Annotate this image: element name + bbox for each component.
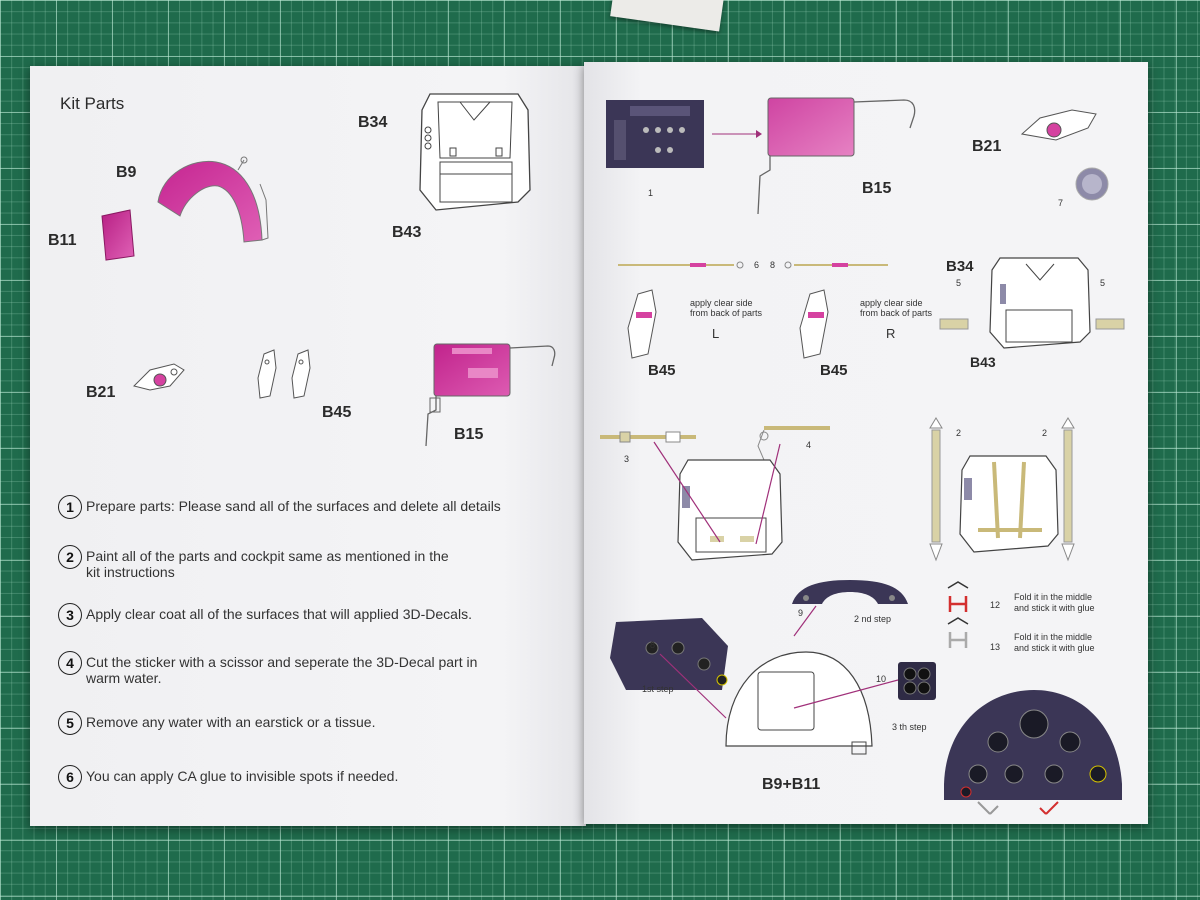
step-number-4: 4 — [806, 440, 812, 450]
note-fold-13: Fold it in the middle — [1014, 632, 1093, 642]
fold-icons — [947, 581, 969, 648]
left-page: Kit Parts B9 B11 B34 B43 B21 B45 B15 — [30, 66, 586, 826]
note-apply-clear-right: apply clear side — [860, 298, 923, 308]
seat-b34-drawing — [989, 257, 1091, 349]
right-page: 1 B15 B21 7 6 8 apply clear side from ba… — [584, 62, 1148, 824]
label-b15: B15 — [454, 426, 484, 443]
step-1-number: 1 — [58, 495, 82, 519]
label-b9: B9 — [116, 164, 137, 181]
side-right-label: R — [886, 326, 896, 341]
step-3: 3 Apply clear coat all of the surfaces t… — [58, 603, 472, 627]
side-left-label: L — [712, 326, 720, 341]
step-4-number: 4 — [58, 651, 82, 675]
paper-scrap — [610, 0, 724, 32]
step-number-12: 12 — [990, 600, 1001, 610]
right-label-b9-b11: B9+B11 — [762, 776, 821, 793]
label-b21: B21 — [86, 384, 116, 401]
right-label-b43: B43 — [970, 354, 996, 370]
shoulder-strap-right — [1061, 417, 1075, 562]
note-apply-clear-left: apply clear side — [690, 298, 753, 308]
seat-harness-drawing — [959, 455, 1059, 553]
right-label-b21: B21 — [972, 138, 1002, 155]
step-number-3: 3 — [624, 454, 630, 464]
note-third-step: 3 th step — [892, 722, 927, 732]
b45-left-drawing — [627, 289, 657, 359]
part-b34-seat-drawing — [419, 93, 531, 211]
strap-piece-right — [1095, 318, 1125, 330]
step-5-text: Remove any water with an earstick or a t… — [86, 714, 376, 730]
step-number-5a: 5 — [956, 278, 962, 288]
left-panel-decal — [610, 618, 728, 690]
step-3-text: Apply clear coat all of the surfaces tha… — [86, 606, 472, 622]
label-b43: B43 — [392, 224, 422, 241]
note-fold-13b: and stick it with glue — [1014, 643, 1095, 653]
seat-with-belts-drawing — [677, 459, 783, 561]
part-b21-drawing — [133, 363, 185, 391]
step-number-7: 7 — [1058, 198, 1064, 208]
kit-parts-title: Kit Parts — [60, 94, 125, 113]
note-apply-clear-left-2: from back of parts — [690, 308, 763, 318]
step-number-5b: 5 — [1100, 278, 1106, 288]
step-2-text-continued: kit instructions — [86, 564, 175, 580]
step-number-2b: 2 — [1042, 428, 1048, 438]
step-number-10: 10 — [876, 674, 887, 684]
step-number-6: 6 — [754, 260, 760, 270]
right-label-b34: B34 — [946, 258, 974, 275]
small-gauge-decal — [898, 662, 936, 700]
part-b45-drawing — [257, 349, 311, 399]
step-number-1: 1 — [648, 188, 654, 198]
right-label-b15: B15 — [862, 180, 892, 197]
step-5: 5 Remove any water with an earstick or a… — [58, 711, 376, 735]
step-number-9: 9 — [798, 608, 804, 618]
step-1: 1 Prepare parts: Please sand all of the … — [58, 495, 501, 519]
step-2-text: Paint all of the parts and cockpit same … — [86, 548, 449, 564]
note-second-step: 2 nd step — [854, 614, 892, 624]
top-panel-decal — [792, 580, 908, 604]
b21-assembly-drawing — [1020, 109, 1097, 141]
note-fold-12b: and stick it with glue — [1014, 603, 1095, 613]
finished-instrument-panel — [944, 690, 1122, 815]
step-4-text-continued: warm water. — [86, 670, 162, 686]
note-fold-12: Fold it in the middle — [1014, 592, 1093, 602]
step-number-13: 13 — [990, 642, 1001, 652]
step-4: 4 Cut the sticker with a scissor and sep… — [58, 651, 478, 686]
decal-strips-drawing — [618, 261, 888, 269]
round-decal-drawing — [1075, 167, 1109, 201]
note-apply-clear-right-2: from back of parts — [860, 308, 933, 318]
part-b9-drawing — [157, 156, 269, 243]
step-6-number: 6 — [58, 765, 82, 789]
panel-b9-b11-outline — [725, 651, 873, 755]
part-b15-drawing — [425, 343, 556, 447]
belt-left-drawing — [600, 431, 696, 443]
step-6: 6 You can apply CA glue to invisible spo… — [58, 765, 399, 789]
step-4-text: Cut the sticker with a scissor and seper… — [86, 654, 478, 670]
belt-right-drawing — [757, 426, 830, 461]
step-5-number: 5 — [58, 711, 82, 735]
b15-assembly-drawing — [757, 97, 916, 215]
decal-sheet-1-drawing — [606, 100, 704, 168]
label-b34: B34 — [358, 114, 388, 131]
step-number-8b: 8 — [650, 640, 656, 650]
step-2: 2 Paint all of the parts and cockpit sam… — [58, 545, 449, 580]
part-b11-drawing — [101, 209, 135, 261]
step-6-text: You can apply CA glue to invisible spots… — [86, 768, 399, 784]
b45-right-drawing — [799, 289, 829, 359]
label-b11: B11 — [48, 232, 77, 249]
note-first-step: 1st step — [642, 684, 674, 694]
step-1-text: Prepare parts: Please sand all of the su… — [86, 498, 501, 514]
step-number-8: 8 — [770, 260, 776, 270]
label-b45: B45 — [322, 404, 352, 421]
step-2-number: 2 — [58, 545, 82, 569]
panel-arrows — [659, 605, 899, 719]
strap-piece-left — [939, 318, 969, 330]
step-3-number: 3 — [58, 603, 82, 627]
arrow-1 — [712, 130, 762, 138]
right-label-b45-left: B45 — [648, 362, 676, 379]
right-label-b45-right: B45 — [820, 362, 848, 379]
shoulder-strap-left — [929, 417, 943, 562]
step-number-2a: 2 — [956, 428, 962, 438]
belt-arrows — [653, 441, 781, 545]
